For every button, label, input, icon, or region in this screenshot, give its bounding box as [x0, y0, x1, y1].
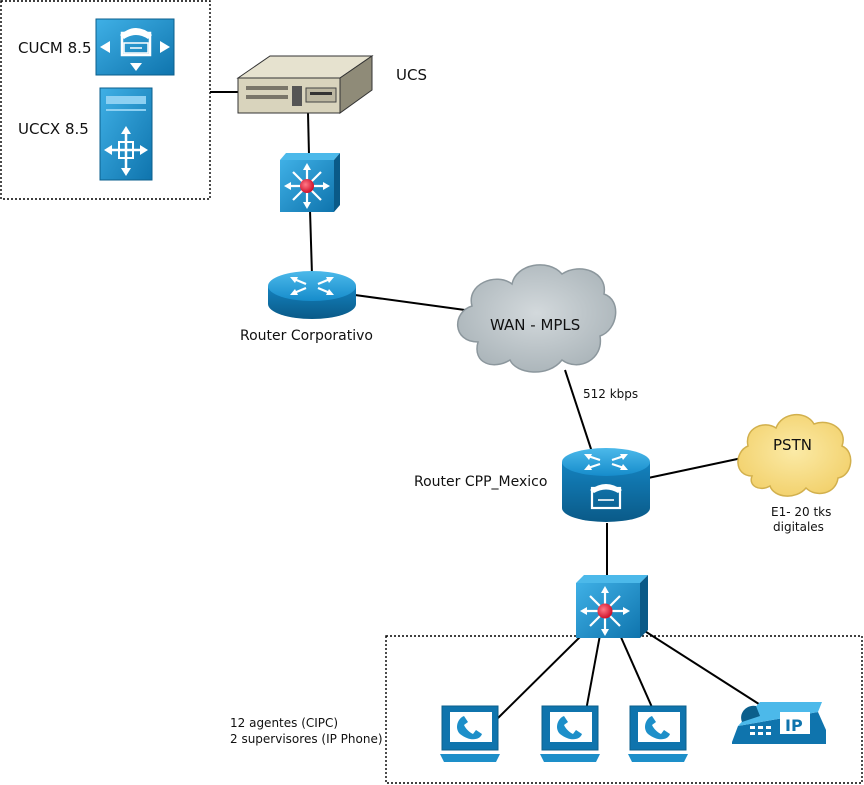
uccx-icon	[99, 87, 153, 181]
ip-badge-label: IP	[785, 716, 803, 735]
link-router-cpp-to-pstn	[647, 457, 743, 479]
link-ucs-to-switch	[307, 112, 310, 156]
pc-softphone-2-icon	[540, 705, 600, 762]
wan-label: WAN - MPLS	[490, 316, 580, 334]
link-wan-to-router-cpp	[564, 369, 593, 453]
pstn-label: PSTN	[773, 436, 812, 454]
ucs-server-icon	[236, 55, 374, 114]
link-switch-to-ipphone	[639, 627, 763, 707]
pstn-cloud	[737, 414, 852, 497]
switch-bottom-icon	[576, 575, 648, 638]
link-router-corp-to-wan	[354, 294, 466, 311]
switch-top-icon	[280, 153, 340, 212]
router-cpp-mexico-icon	[562, 448, 650, 522]
e1-label-line1: E1- 20 tks	[771, 505, 831, 519]
link-speed-label: 512 kbps	[583, 387, 638, 401]
e1-label-line2: digitales	[773, 520, 824, 534]
connection-lines	[210, 91, 763, 719]
agents-label-line1: 12 agentes (CIPC)	[230, 716, 338, 730]
link-switch-to-router-corp	[309, 209, 313, 276]
router-corporativo-label: Router Corporativo	[240, 328, 373, 344]
agents-label-line2: 2 supervisores (IP Phone)	[230, 732, 383, 746]
ip-phone-icon	[732, 702, 826, 744]
link-switch-to-pc1	[497, 631, 586, 719]
servers-group-box	[0, 0, 211, 200]
pc-softphone-1-icon	[440, 705, 500, 762]
ucs-label: UCS	[396, 66, 427, 84]
cucm-label: CUCM 8.5	[18, 39, 92, 57]
cucm-icon	[95, 18, 175, 76]
wan-cloud	[456, 264, 617, 373]
link-switch-to-pc3	[619, 634, 656, 715]
link-switch-to-pc2	[584, 634, 601, 717]
pc-softphone-3-icon	[628, 705, 688, 762]
router-cpp-mexico-label: Router CPP_Mexico	[414, 474, 547, 490]
router-corporativo-icon	[268, 271, 356, 319]
uccx-label: UCCX 8.5	[18, 120, 89, 138]
